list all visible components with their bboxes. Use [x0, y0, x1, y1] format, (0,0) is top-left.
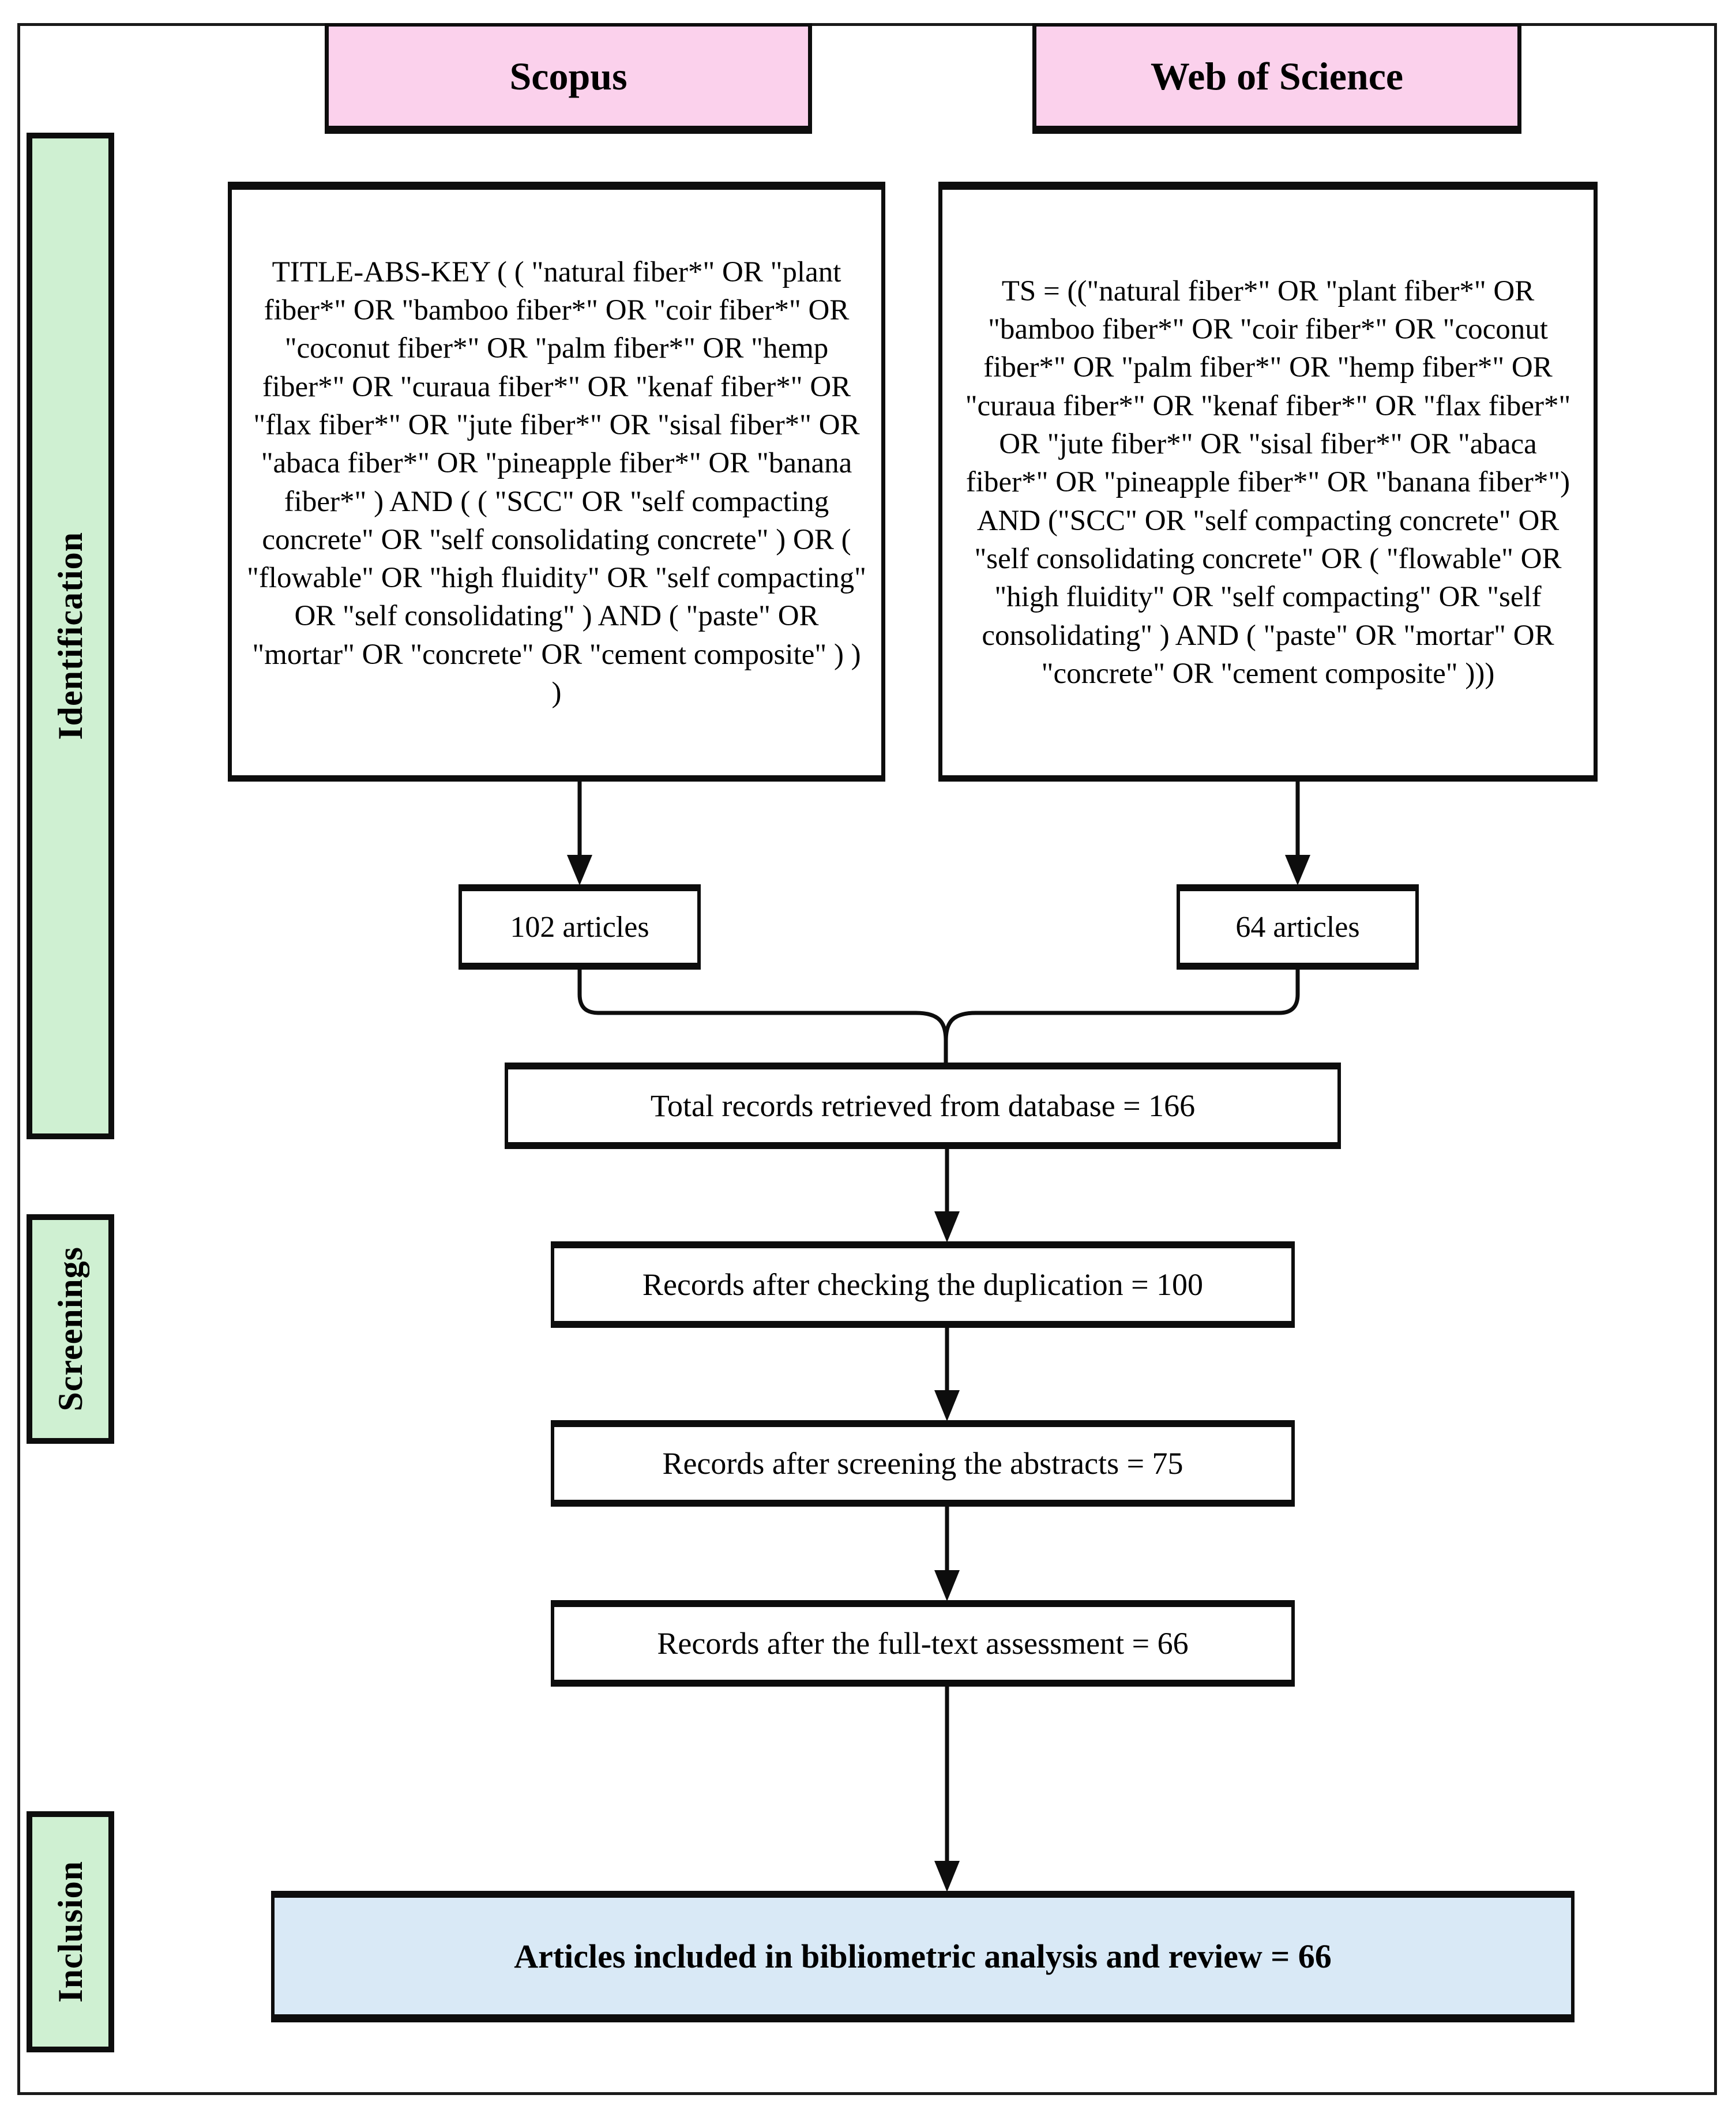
- abstract-screening-text: Records after screening the abstracts = …: [662, 1446, 1183, 1481]
- duplication-check-box: Records after checking the duplication =…: [551, 1241, 1295, 1328]
- wos-count-text: 64 articles: [1235, 910, 1360, 944]
- stage-inclusion-label: Inclusion: [51, 1861, 89, 2003]
- stage-identification-label: Identification: [51, 532, 89, 740]
- stage-inclusion: Inclusion: [27, 1811, 114, 2052]
- abstract-screening-box: Records after screening the abstracts = …: [551, 1420, 1295, 1507]
- scopus-query-text: TITLE-ABS-KEY ( ( "natural fiber*" OR "p…: [247, 256, 866, 709]
- database-header-wos-label: Web of Science: [1150, 54, 1404, 98]
- fulltext-assessment-text: Records after the full-text assessment =…: [657, 1626, 1189, 1661]
- database-header-scopus-label: Scopus: [509, 54, 627, 98]
- stage-screenings-label: Screenings: [51, 1247, 89, 1411]
- scopus-query-box: TITLE-ABS-KEY ( ( "natural fiber*" OR "p…: [228, 182, 885, 782]
- stage-screenings: Screenings: [27, 1214, 114, 1444]
- database-header-web-of-science: Web of Science: [1032, 23, 1521, 134]
- database-header-scopus: Scopus: [325, 23, 812, 134]
- duplication-check-text: Records after checking the duplication =…: [642, 1267, 1204, 1302]
- scopus-count-text: 102 articles: [510, 910, 649, 944]
- scopus-count-box: 102 articles: [459, 884, 701, 970]
- total-records-box: Total records retrieved from database = …: [505, 1063, 1341, 1149]
- total-records-text: Total records retrieved from database = …: [650, 1088, 1196, 1123]
- stage-identification: Identification: [27, 133, 114, 1139]
- wos-query-text: TS = (("natural fiber*" OR "plant fiber*…: [965, 275, 1571, 690]
- wos-count-box: 64 articles: [1177, 884, 1419, 970]
- figure-outer-border: [17, 23, 1717, 2095]
- included-articles-box: Articles included in bibliometric analys…: [271, 1891, 1575, 2022]
- included-articles-text: Articles included in bibliometric analys…: [514, 1937, 1332, 1975]
- fulltext-assessment-box: Records after the full-text assessment =…: [551, 1600, 1295, 1687]
- wos-query-box: TS = (("natural fiber*" OR "plant fiber*…: [938, 182, 1598, 782]
